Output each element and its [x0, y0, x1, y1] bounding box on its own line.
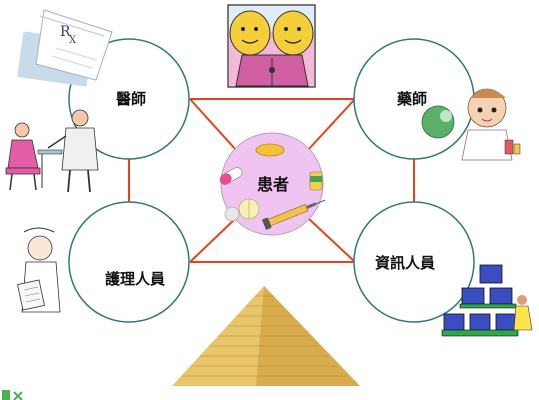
- connector-lines: [128, 98, 415, 263]
- node-patient-label: 患者: [257, 175, 289, 194]
- node-doctor-label: 醫師: [116, 90, 146, 108]
- fragment-icon: [2, 390, 23, 400]
- prescription-letter-r: R: [60, 24, 71, 40]
- doctor-patient-icon: [5, 109, 99, 193]
- prescription-icon: R X: [17, 9, 113, 87]
- node-nurse: 護理人員: [68, 201, 190, 323]
- nurse-clipboard-icon: [17, 227, 61, 313]
- pharmacist-icon: [421, 88, 521, 161]
- twin-cartoon-icon: [227, 4, 316, 88]
- node-pharmacist-label: 藥師: [396, 90, 427, 108]
- prescription-letter-x: X: [69, 35, 77, 46]
- node-it-staff-label: 資訊人員: [375, 254, 435, 272]
- medicine-icon: [219, 143, 326, 230]
- computer-network-icon: [441, 264, 533, 337]
- pyramid-icon: [172, 286, 360, 386]
- node-nurse-label: 護理人員: [105, 270, 165, 288]
- connector-it-patient: [307, 217, 356, 263]
- node-pharmacist: 藥師: [353, 38, 475, 160]
- connector-nurse-patient: [189, 217, 237, 263]
- connector-doctor-patient: [189, 98, 237, 151]
- connector-pharmacist-patient: [307, 98, 356, 151]
- node-it-staff: 資訊人員: [353, 201, 475, 323]
